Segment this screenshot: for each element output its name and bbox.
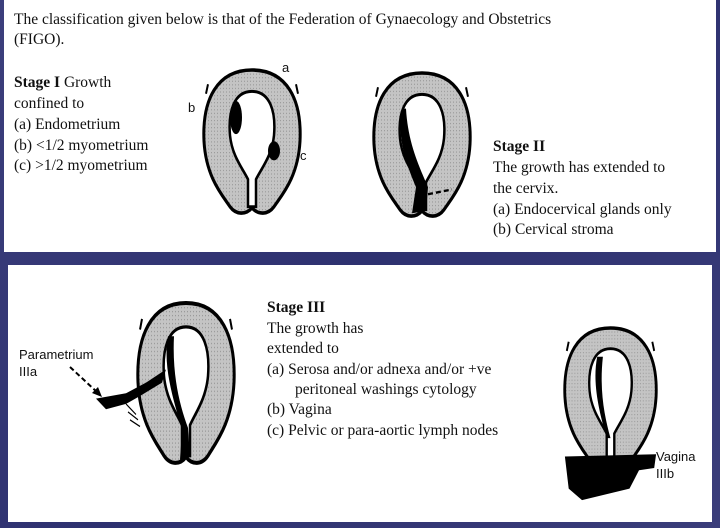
label-c: c [300,148,307,163]
parametrium-stage-label: IIIa [19,364,38,379]
stage-2-desc-2: the cervix. [493,180,559,197]
vagina-label: Vagina [656,449,696,464]
stage-3-desc-2: extended to [267,340,339,357]
stage-3-item-c: (c) Pelvic or para-aortic lymph nodes [267,422,499,439]
intro-text-line2: (FIGO). [14,31,65,48]
stage-3-item-a-cont: peritoneal washings cytology [295,381,477,398]
stage-2-title: Stage II [493,137,545,156]
stage-3-item-a: (a) Serosa and/or adnexa and/or +ve [267,361,492,378]
stage-2-desc: The growth has extended to [493,159,666,176]
label-a: a [282,60,290,75]
intro-text-line1: The classification given below is that o… [14,11,552,28]
stage-1-desc: Growth [63,74,112,91]
stage-1-item-a: (a) Endometrium [14,116,121,133]
label-b: b [188,100,196,115]
parametrium-label: Parametrium [19,347,94,362]
stage-3-title: Stage III [267,299,326,316]
stage-1-2-panel: The classification given below is that o… [4,0,716,252]
stage-3a-uterus-diagram [96,301,237,465]
stage-1-heading: Stage I Growth [14,73,111,92]
stage-3-item-b: (b) Vagina [267,401,332,418]
stage-2-item-b: (b) Cervical stroma [493,221,614,238]
stage-2-item-a: (a) Endocervical glands only [493,201,672,218]
stage-3-panel: Parametrium IIIa Stage III The growth ha… [8,265,712,522]
stage-1-desc-2: confined to [14,95,85,112]
stage-1-title: Stage I [14,74,61,91]
vagina-stage-label: IIIb [656,466,675,481]
stage-2-title-text: Stage II [493,138,546,155]
stage-1-item-c: (c) >1/2 myometrium [14,157,148,174]
parametrium-arrow [69,366,102,397]
stage-3b-uterus-diagram [563,326,658,501]
stage-3-desc: The growth has [267,320,364,337]
stage-2-uterus-diagram [372,71,472,218]
stage-1-uterus-diagram [202,68,302,215]
stage-1-item-b: (b) <1/2 myometrium [14,137,149,154]
